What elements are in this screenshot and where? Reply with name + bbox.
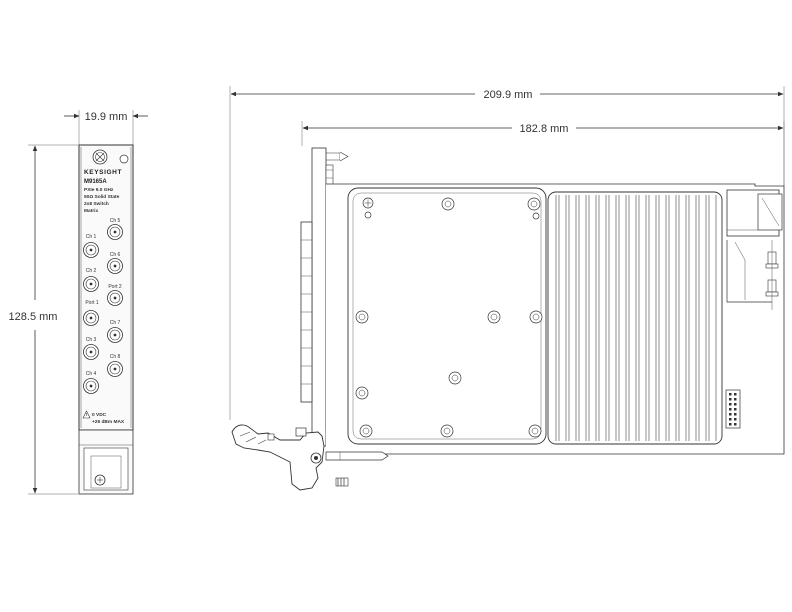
model-label: M9165A bbox=[84, 179, 107, 185]
warning-line-1: 0 VDC bbox=[92, 412, 107, 418]
backplane-connector-top bbox=[726, 189, 783, 237]
screw-icon bbox=[527, 197, 541, 211]
screw-icon bbox=[359, 424, 373, 438]
screw-icon bbox=[440, 424, 454, 438]
connector-ch1: Ch 1 bbox=[83, 234, 99, 258]
connector-label: Ch 2 bbox=[86, 268, 97, 274]
screw-icon bbox=[487, 310, 501, 324]
connector-label: Ch 4 bbox=[86, 371, 97, 377]
bottom-screw-icon bbox=[94, 474, 106, 486]
connector-ch8: Ch 8 bbox=[107, 354, 123, 377]
connector-label: Ch 5 bbox=[110, 218, 121, 224]
screw-icon bbox=[528, 424, 542, 438]
connector-ch7: Ch 7 bbox=[107, 320, 123, 343]
connector-ch4: Ch 4 bbox=[83, 371, 99, 394]
screw-icon bbox=[529, 310, 543, 324]
board-length-dimension: 182.8 mm bbox=[301, 121, 785, 186]
front-width-label: 19.9 mm bbox=[85, 111, 128, 123]
desc-line-3: 2x8 Switch bbox=[84, 201, 109, 207]
side-view: 209.9 mm 182.8 mm bbox=[229, 86, 785, 491]
board-length-label: 182.8 mm bbox=[520, 123, 569, 135]
ejector-handle[interactable] bbox=[231, 424, 389, 491]
screw-icon bbox=[532, 212, 540, 220]
connector-label: Ch 3 bbox=[86, 337, 97, 343]
warning-line-2: +26 dBm MAX bbox=[92, 419, 125, 425]
bottom-handle bbox=[78, 429, 134, 495]
desc-line-2: 50Ω Solid State bbox=[84, 194, 120, 200]
connector-label: Ch 7 bbox=[110, 320, 121, 326]
connector-ch2: Ch 2 bbox=[83, 268, 99, 292]
total-length-dimension: 209.9 mm bbox=[229, 86, 785, 420]
front-height-label: 128.5 mm bbox=[9, 311, 58, 323]
height-dimension: 128.5 mm bbox=[4, 144, 78, 495]
brand-label: KEYSIGHT bbox=[84, 169, 122, 176]
connector-label: Ch 8 bbox=[110, 354, 121, 360]
connector-port1: Port 1 bbox=[83, 300, 99, 326]
connector-label: Port 1 bbox=[85, 300, 99, 306]
screw-icon bbox=[362, 197, 374, 209]
top-screw-icon bbox=[92, 149, 108, 165]
connector-label: Ch 6 bbox=[110, 252, 121, 258]
warning-icon bbox=[82, 410, 91, 419]
screw-icon bbox=[364, 211, 372, 219]
connector-ch6: Ch 6 bbox=[107, 252, 123, 274]
width-dimension: 19.9 mm bbox=[64, 109, 148, 145]
heatsink bbox=[547, 191, 723, 445]
screw-icon bbox=[448, 371, 462, 385]
connector-ch3: Ch 3 bbox=[83, 337, 99, 360]
connector-ch5: Ch 5 bbox=[107, 218, 123, 240]
connector-label: Port 2 bbox=[108, 284, 122, 290]
shield-plate bbox=[347, 187, 547, 445]
backplane-connector-middle bbox=[726, 240, 779, 310]
connector-label: Ch 1 bbox=[86, 234, 97, 240]
total-length-label: 209.9 mm bbox=[484, 89, 533, 101]
screw-icon bbox=[355, 310, 369, 324]
connector-port2: Port 2 bbox=[107, 284, 123, 306]
pin-header bbox=[725, 389, 741, 429]
front-view: 19.9 mm 128.5 mm KEYSIGHT M9165A PXIe 9.… bbox=[4, 109, 148, 495]
desc-line-1: PXIe 9.0 GHz bbox=[84, 187, 114, 193]
desc-line-4: Matrix bbox=[84, 208, 98, 214]
screw-icon bbox=[441, 197, 455, 211]
status-led-icon bbox=[119, 154, 129, 164]
screw-icon bbox=[355, 386, 369, 400]
